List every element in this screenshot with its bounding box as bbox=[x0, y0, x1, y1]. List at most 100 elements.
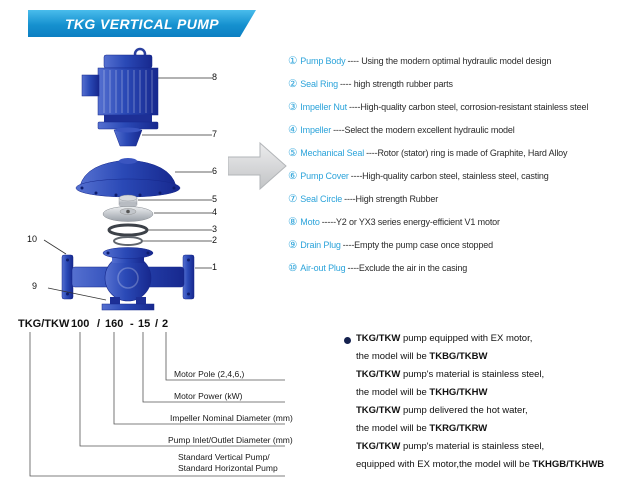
note-text: the model will be bbox=[356, 351, 430, 362]
part-desc: -----Y2 or YX3 series energy-efficient V… bbox=[321, 217, 500, 227]
part-desc: ----Empty the pump case once stopped bbox=[342, 240, 493, 250]
model-code-brand: TKG/TKW bbox=[18, 318, 70, 330]
parts-list-item: ① Pump Body ---- Using the modern optima… bbox=[288, 55, 588, 67]
page-title: TKG VERTICAL PUMP bbox=[64, 15, 220, 32]
part-number-icon: ⑨ bbox=[288, 239, 298, 251]
pump-body-shape bbox=[61, 247, 195, 311]
model-code-tree-lines bbox=[29, 332, 285, 477]
part-name: Pump Body bbox=[300, 56, 346, 66]
callout-3: 3 bbox=[212, 224, 218, 234]
model-code-sep2: - bbox=[130, 318, 134, 330]
callout-4: 4 bbox=[212, 207, 218, 217]
bullet-icon bbox=[344, 337, 351, 344]
part-name: Impeller Nut bbox=[300, 102, 347, 112]
parts-list-item: ⑩ Air-out Plug ----Exclude the air in th… bbox=[288, 262, 588, 274]
seal-ring-shape bbox=[113, 236, 143, 246]
parts-list-item: ⑥ Pump Cover ----High-quality carbon ste… bbox=[288, 170, 588, 182]
callout-1: 1 bbox=[212, 262, 218, 272]
parts-list-item: ⑨ Drain Plug ----Empty the pump case onc… bbox=[288, 239, 588, 251]
model-label-standard-horizontal-pump: Standard Horizontal Pump bbox=[178, 463, 278, 473]
model-code-motor-power: 15 bbox=[138, 318, 151, 330]
model-label-standard-vertical-pump: Standard Vertical Pump/ bbox=[178, 452, 270, 462]
part-name: Seal Ring bbox=[300, 79, 338, 89]
parts-list-item: ⑤ Mechanical Seal ----Rotor (stator) rin… bbox=[288, 147, 588, 159]
parts-list-item: ② Seal Ring ---- high strength rubber pa… bbox=[288, 78, 588, 90]
part-desc: ----High strength Rubber bbox=[344, 194, 439, 204]
model-code-sep1: / bbox=[97, 318, 101, 330]
part-number-icon: ② bbox=[288, 78, 298, 90]
pump-exploded-diagram bbox=[43, 47, 212, 311]
note-text: pump's material is stainless steel, bbox=[400, 441, 545, 452]
part-number-icon: ⑥ bbox=[288, 170, 298, 182]
note-brand: TKG/TKW bbox=[356, 333, 401, 344]
seal-circle-shape bbox=[107, 223, 149, 237]
callout-leader-lines bbox=[43, 77, 212, 301]
part-name: Drain Plug bbox=[300, 240, 341, 250]
model-label-impeller-diameter: Impeller Nominal Diameter (mm) bbox=[170, 413, 293, 423]
part-name: Mechanical Seal bbox=[300, 148, 365, 158]
part-number-icon: ⑦ bbox=[288, 193, 298, 205]
model-code-impeller-diameter: 160 bbox=[105, 318, 124, 330]
callout-7: 7 bbox=[212, 129, 218, 139]
note-line: TKG/TKW pump's material is stainless ste… bbox=[356, 438, 604, 456]
part-name: Impeller bbox=[300, 125, 332, 135]
part-name: Seal Circle bbox=[300, 194, 343, 204]
motor-shape bbox=[81, 47, 159, 138]
mechanical-seal-shape bbox=[118, 194, 138, 208]
part-number-icon: ③ bbox=[288, 101, 298, 113]
part-number-icon: ⑩ bbox=[288, 262, 298, 274]
note-model: TKRG/TKRW bbox=[429, 423, 488, 434]
model-label-motor-pole: Motor Pole (2,4,6,) bbox=[174, 369, 245, 379]
part-desc: ---- Using the modern optimal hydraulic … bbox=[347, 56, 552, 66]
parts-list-item: ⑧ Moto -----Y2 or YX3 series energy-effi… bbox=[288, 216, 588, 228]
part-desc: ----Select the modern excellent hydrauli… bbox=[333, 125, 515, 135]
pump-cover-shape bbox=[75, 158, 181, 198]
note-text: pump's material is stainless steel, bbox=[400, 369, 545, 380]
header-banner: TKG VERTICAL PUMP bbox=[28, 10, 256, 37]
callout-2: 2 bbox=[212, 235, 218, 245]
part-name: Moto bbox=[300, 217, 320, 227]
part-name: Air-out Plug bbox=[300, 263, 346, 273]
part-desc: ---- high strength rubber parts bbox=[339, 79, 453, 89]
note-line: the model will be TKBG/TKBW bbox=[356, 348, 604, 366]
notes-section: TKG/TKW pump equipped with EX motor, the… bbox=[356, 330, 604, 474]
impeller-shape bbox=[102, 206, 154, 222]
callout-5: 5 bbox=[212, 194, 218, 204]
parts-list: ① Pump Body ---- Using the modern optima… bbox=[288, 55, 589, 274]
part-number-icon: ⑤ bbox=[288, 147, 298, 159]
note-line: equipped with EX motor,the model will be… bbox=[356, 456, 604, 474]
note-text: pump delivered the hot water, bbox=[400, 405, 528, 416]
part-desc: ----Exclude the air in the casing bbox=[347, 263, 468, 273]
part-number-icon: ⑧ bbox=[288, 216, 298, 228]
note-line: TKG/TKW pump equipped with EX motor, bbox=[356, 330, 604, 348]
note-text: the model will be bbox=[356, 423, 430, 434]
part-number-icon: ④ bbox=[288, 124, 298, 136]
parts-list-item: ⑦ Seal Circle ----High strength Rubber bbox=[288, 193, 588, 205]
model-code-inlet-diameter: 100 bbox=[71, 318, 90, 330]
model-code-motor-pole: 2 bbox=[162, 318, 169, 330]
note-text: pump equipped with EX motor, bbox=[400, 333, 533, 344]
note-line: TKG/TKW pump's material is stainless ste… bbox=[356, 366, 604, 384]
part-number-icon: ① bbox=[288, 55, 298, 67]
part-desc: ----High-quality carbon steel, stainless… bbox=[350, 171, 549, 181]
part-name: Pump Cover bbox=[300, 171, 349, 181]
part-desc: ----Rotor (stator) ring is made of Graph… bbox=[366, 148, 568, 158]
part-desc: ----High-quality carbon steel, corrosion… bbox=[348, 102, 589, 112]
note-brand: TKG/TKW bbox=[356, 405, 401, 416]
note-model: TKHGB/TKHWB bbox=[532, 459, 605, 470]
model-code-sep3: / bbox=[155, 318, 159, 330]
callout-10: 10 bbox=[27, 234, 38, 244]
callout-6: 6 bbox=[212, 166, 218, 176]
callout-8: 8 bbox=[212, 72, 218, 82]
parts-list-item: ③ Impeller Nut ----High-quality carbon s… bbox=[288, 101, 589, 113]
note-brand: TKG/TKW bbox=[356, 369, 401, 380]
callout-9: 9 bbox=[32, 281, 38, 291]
note-line: the model will be TKHG/TKHW bbox=[356, 384, 604, 402]
note-text: equipped with EX motor,the model will be bbox=[356, 459, 533, 470]
note-line: the model will be TKRG/TKRW bbox=[356, 420, 604, 438]
transition-arrow-icon bbox=[228, 141, 287, 191]
note-brand: TKG/TKW bbox=[356, 441, 401, 452]
motor-bracket-shape bbox=[113, 127, 143, 147]
note-text: the model will be bbox=[356, 387, 430, 398]
